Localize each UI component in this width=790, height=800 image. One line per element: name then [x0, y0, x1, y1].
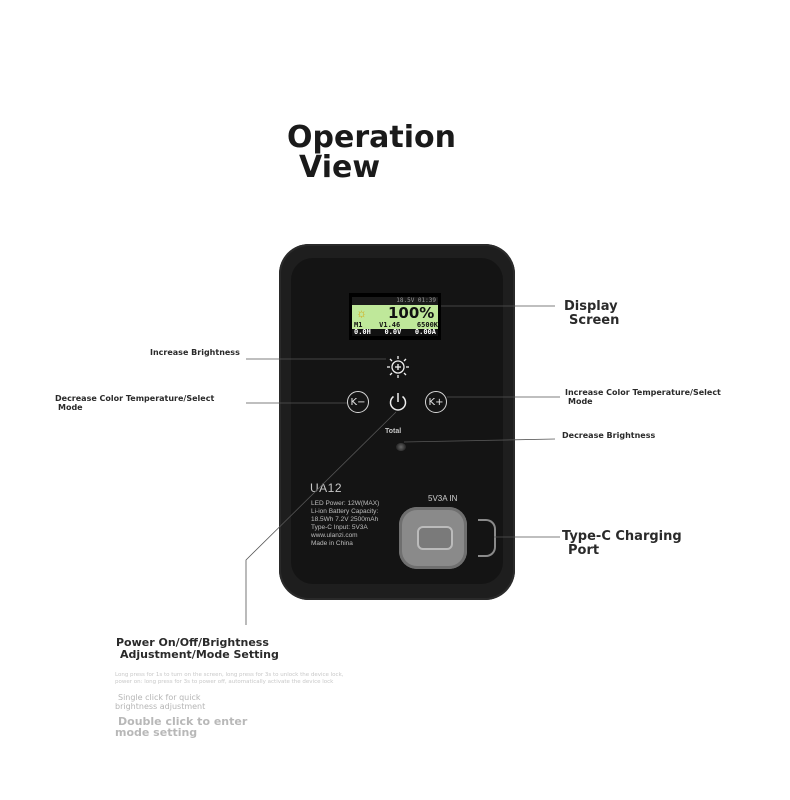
- double-click-note: Double click to enter mode setting: [115, 715, 248, 739]
- spec-list: LED Power: 12W(MAX) Li-ion Battery Capac…: [311, 500, 380, 547]
- sun-icon: ☼: [356, 306, 367, 320]
- title-line-1: Operation: [287, 120, 456, 155]
- lcd-info-row: M1 V1.46 6500K: [354, 321, 438, 329]
- indicator-light: [396, 443, 406, 451]
- lcd-status-bar: 18.5V 01:39: [352, 297, 438, 305]
- annotation-decrease-brightness: Decrease Brightness: [562, 431, 656, 440]
- power-note: Long press for 1s to turn on the screen,…: [115, 672, 344, 685]
- annotation-power-button: Power On/Off/Brightness Adjustment/Mode …: [116, 636, 279, 661]
- typec-port-icon[interactable]: [399, 507, 467, 569]
- lcd-hours: 0.0H: [354, 328, 371, 336]
- annotation-increase-cct: Increase Color Temperature/Select Mode: [565, 388, 721, 406]
- lcd-version: V1.46: [379, 321, 401, 329]
- brightness-plus-icon[interactable]: [386, 355, 410, 384]
- lcd-brightness-percent: 100%: [388, 304, 435, 322]
- k-minus-icon[interactable]: K−: [347, 391, 369, 413]
- annotation-display-screen: Display Screen: [564, 299, 620, 328]
- total-label: Total: [385, 428, 402, 435]
- title-line-2: View: [299, 150, 381, 185]
- power-icon[interactable]: [386, 390, 408, 412]
- k-plus-icon[interactable]: K+: [425, 391, 447, 413]
- lcd-power-row: 0.0H 0.0V 0.00A: [352, 329, 438, 336]
- model-label: UA12: [310, 481, 343, 495]
- lcd-amps: 0.00A: [414, 328, 436, 336]
- annotation-decrease-cct: Decrease Color Temperature/Select Mode: [55, 394, 215, 412]
- lcd-mode: M1: [354, 321, 363, 329]
- port-cover-flap: [478, 519, 496, 557]
- display-screen: 18.5V 01:39 ☼ 100% M1 V1.46 6500K 0.0H 0…: [349, 293, 441, 340]
- annotation-increase-brightness: Increase Brightness: [150, 348, 240, 357]
- annotation-typec-port: Type-C Charging Port: [562, 529, 682, 558]
- lcd-volts: 0.0V: [384, 328, 402, 336]
- lcd-cct: 6500K: [416, 321, 438, 329]
- port-label: 5V3A IN: [428, 494, 458, 503]
- single-click-note: Single click for quick brightness adjust…: [115, 693, 206, 711]
